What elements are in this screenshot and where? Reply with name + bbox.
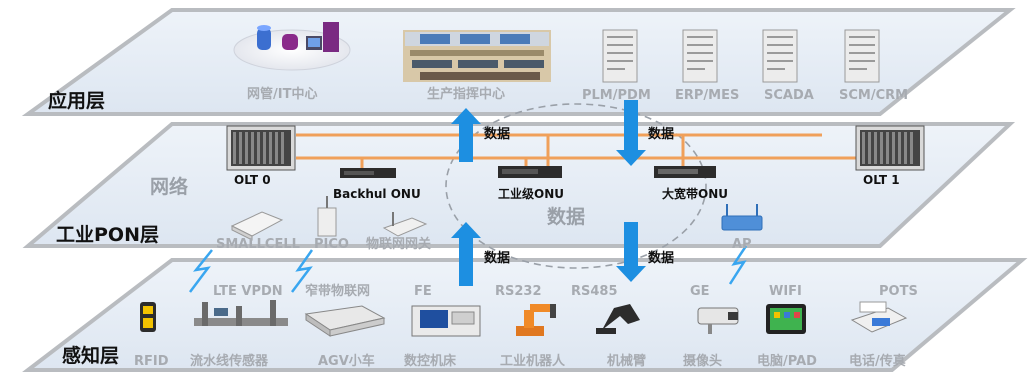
device-cnc-machine: 数控机床 — [404, 354, 457, 369]
arrow-label-down-top: 数据 — [648, 127, 675, 142]
device-assembly-line-sensor: 流水线传感器 — [190, 354, 269, 369]
cnc-machine-icon — [411, 305, 481, 337]
app-item-scm-crm: SCM/CRM — [839, 88, 909, 103]
up-arrow-bottom — [451, 222, 481, 286]
fiber-links — [296, 133, 858, 168]
industrial-onu-icon — [498, 166, 562, 178]
olt0-label: OLT 0 — [234, 173, 271, 187]
agv-cart-icon — [304, 305, 386, 337]
pon-layer-title: 工业PON层 — [56, 224, 159, 246]
interface-rs485: RS485 — [571, 284, 618, 299]
network-label: 网络 — [150, 176, 189, 198]
data-region-ellipse — [445, 103, 707, 269]
interface-lte-vpdn: LTE VPDN — [213, 284, 283, 299]
iot-gateway-icon — [382, 212, 428, 237]
smallcell-icon — [230, 211, 284, 241]
erp-mes-document-icon — [682, 29, 718, 83]
arrow-label-down-bottom: 数据 — [648, 251, 675, 266]
interface-rs232: RS232 — [495, 284, 542, 299]
down-arrow-bottom — [616, 222, 646, 282]
olt0-chassis-icon — [226, 125, 296, 171]
broadband-onu-icon — [654, 166, 716, 178]
broadband-onu-label: 大宽带ONU — [662, 187, 728, 201]
edge-device-smallcell: SMALLCELL — [216, 237, 300, 252]
access-point-icon — [721, 204, 763, 231]
fax-phone-icon — [850, 301, 908, 333]
application-layer-title: 应用层 — [48, 90, 106, 112]
interface-fe: FE — [414, 284, 432, 299]
app-item-plm-pdm: PLM/PDM — [582, 88, 651, 103]
device-rfid: RFID — [134, 354, 169, 369]
arrow-label-up-bottom: 数据 — [484, 251, 511, 266]
ap-label: AP — [732, 237, 752, 252]
device-camera: 摄像头 — [683, 354, 723, 369]
pico-icon — [317, 196, 337, 237]
rfid-reader-icon — [140, 302, 156, 332]
tablet-icon — [766, 304, 806, 334]
scm-crm-document-icon — [844, 29, 880, 83]
device-agv-cart: AGV小车 — [318, 354, 375, 369]
perception-layer-title: 感知层 — [62, 345, 120, 367]
backhaul-onu-label: Backhul ONU — [333, 187, 421, 201]
backhaul-onu-icon — [340, 168, 396, 178]
industrial-robot-icon — [516, 304, 556, 336]
wireless-link-icon — [189, 245, 748, 293]
interface-wifi: WIFI — [769, 284, 802, 299]
up-arrow-top — [451, 108, 481, 162]
olt1-chassis-icon — [855, 125, 925, 171]
device-robotic-arm: 机械臂 — [607, 354, 647, 369]
camera-icon — [697, 307, 739, 334]
interface-pots: POTS — [879, 284, 918, 299]
interface-ge: GE — [690, 284, 710, 299]
olt1-label: OLT 1 — [863, 173, 900, 187]
app-item-it-center: 网管/IT中心 — [247, 87, 318, 102]
interface-nb-iot: 窄带物联网 — [305, 284, 371, 299]
it-center-icon — [233, 22, 351, 71]
edge-device-iot-gateway: 物联网网关 — [366, 237, 432, 252]
app-item-command-center: 生产指挥中心 — [427, 87, 506, 102]
robotic-arm-icon — [596, 304, 640, 334]
assembly-line-sensor-icon — [194, 300, 288, 326]
industrial-onu-label: 工业级ONU — [498, 187, 564, 201]
device-pc-pad: 电脑/PAD — [757, 354, 817, 369]
app-item-erp-mes: ERP/MES — [675, 88, 740, 103]
plm-pdm-document-icon — [602, 29, 638, 83]
device-phone-fax: 电话/传真 — [849, 354, 906, 369]
app-item-scada: SCADA — [764, 88, 814, 103]
down-arrow-top — [616, 100, 646, 166]
command-center-icon — [403, 30, 551, 82]
scada-document-icon — [762, 29, 798, 83]
arrow-label-up-top: 数据 — [484, 127, 511, 142]
edge-device-pico: PICO — [314, 237, 349, 252]
device-industrial-robot: 工业机器人 — [500, 354, 566, 369]
data-region-label: 数据 — [547, 206, 586, 228]
